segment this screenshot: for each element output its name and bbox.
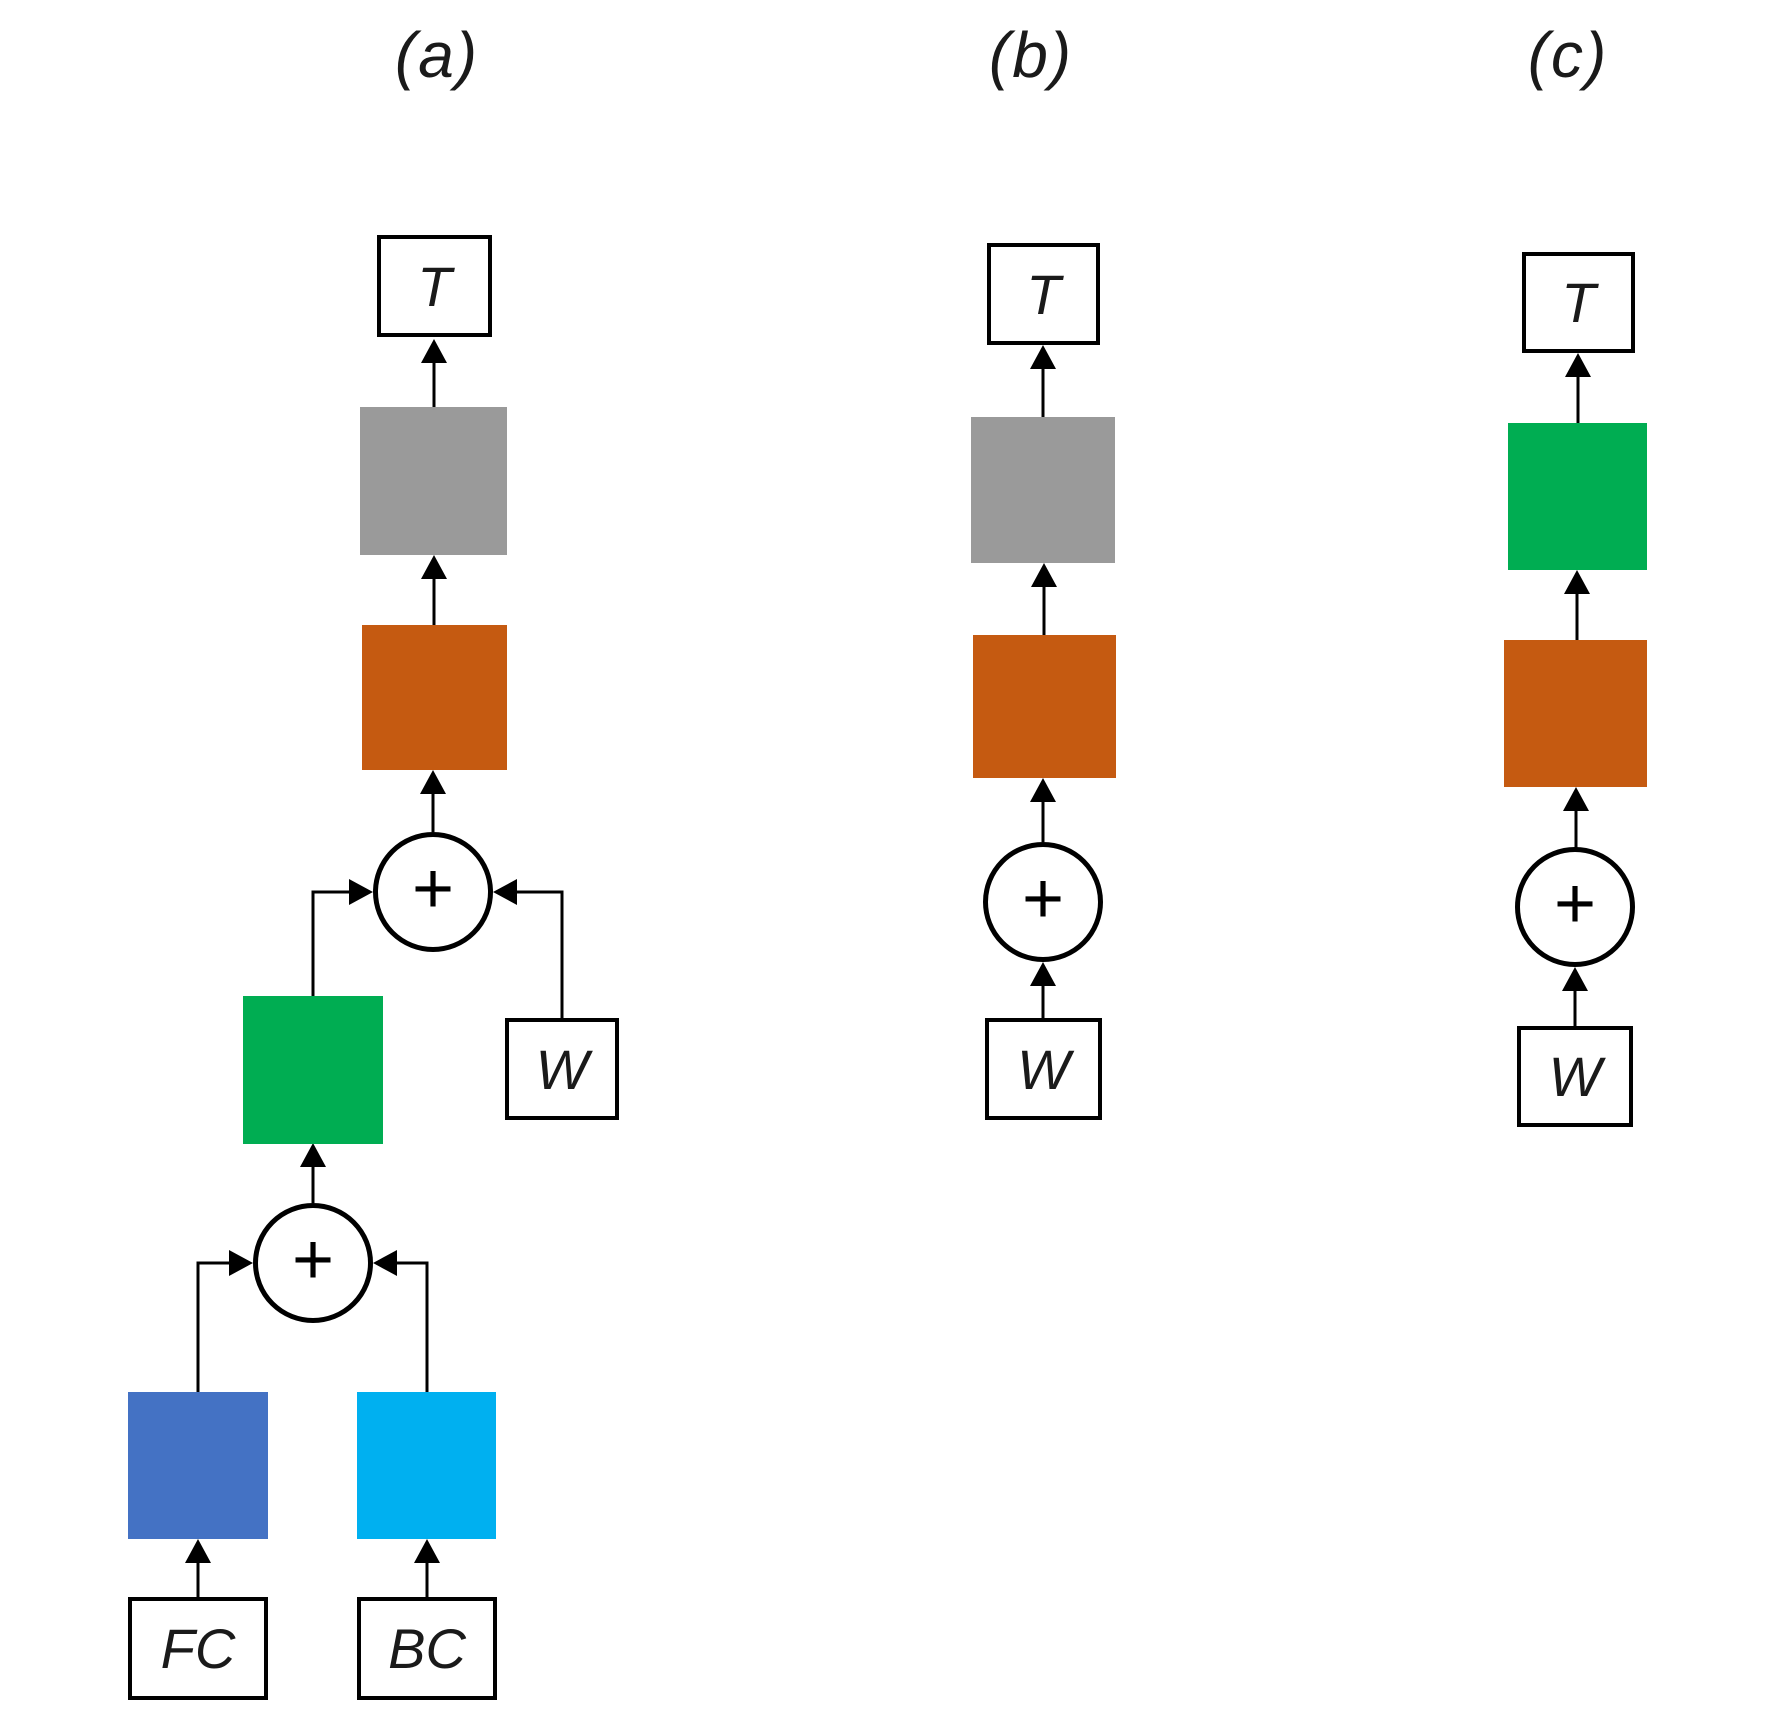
- panel-c-t-box: T: [1522, 252, 1635, 353]
- panel-a-plus-top: +: [373, 832, 493, 952]
- panel-a-cyan-block: [357, 1392, 496, 1539]
- panel-a-w-box: W: [505, 1018, 619, 1120]
- panel-c-plus: +: [1515, 847, 1635, 967]
- arrow-a-plus-bottom-to-green: [300, 1143, 326, 1203]
- panel-a-blue-block: [128, 1392, 268, 1539]
- panel-c-w-box: W: [1517, 1026, 1633, 1127]
- panel-b-gray-block: [971, 417, 1115, 563]
- panel-c-orange-block: [1504, 640, 1647, 787]
- panel-a-fc-box: FC: [128, 1597, 268, 1700]
- panel-b-orange-block: [973, 635, 1116, 778]
- arrow-a-cyan-to-plus-bottom: [373, 1250, 429, 1392]
- arrow-a-blue-to-plus-bottom: [196, 1250, 253, 1392]
- panel-c-green-block: [1508, 423, 1647, 570]
- arrow-a-bc-to-cyan: [414, 1539, 440, 1597]
- arrow-c-w-to-plus: [1562, 967, 1588, 1026]
- arrow-a-gray-to-t: [421, 339, 447, 407]
- panel-b-t-box: T: [987, 243, 1100, 345]
- panel-a-label: (a): [394, 19, 480, 91]
- arrow-b-gray-to-t: [1030, 345, 1056, 417]
- panel-c-label: (c): [1527, 19, 1609, 91]
- panel-b-plus: +: [983, 842, 1103, 962]
- arrow-c-green-to-t: [1565, 353, 1591, 423]
- panel-b-w-box: W: [985, 1018, 1102, 1120]
- arrow-a-w-to-plus-top: [493, 879, 564, 1019]
- arrow-a-orange-to-gray: [421, 555, 447, 625]
- panel-a-green-block: [243, 996, 383, 1144]
- panel-a-plus-bottom: +: [253, 1203, 373, 1323]
- arrow-a-fc-to-blue: [185, 1539, 211, 1597]
- arrow-b-plus-to-orange: [1030, 778, 1056, 842]
- arrow-a-green-to-plus-top: [311, 879, 373, 996]
- panel-a-orange-block: [362, 625, 507, 770]
- arrow-c-plus-to-orange: [1563, 787, 1589, 848]
- panel-b-label: (b): [988, 19, 1074, 91]
- arrow-b-w-to-plus: [1030, 962, 1056, 1018]
- arrow-c-orange-to-green: [1564, 570, 1590, 640]
- panel-a-bc-box: BC: [357, 1597, 497, 1700]
- arrow-a-plus-top-to-orange: [420, 770, 446, 832]
- panel-a-t-box: T: [377, 235, 492, 337]
- arrow-b-orange-to-gray: [1031, 563, 1057, 635]
- panel-a-gray-block: [360, 407, 507, 555]
